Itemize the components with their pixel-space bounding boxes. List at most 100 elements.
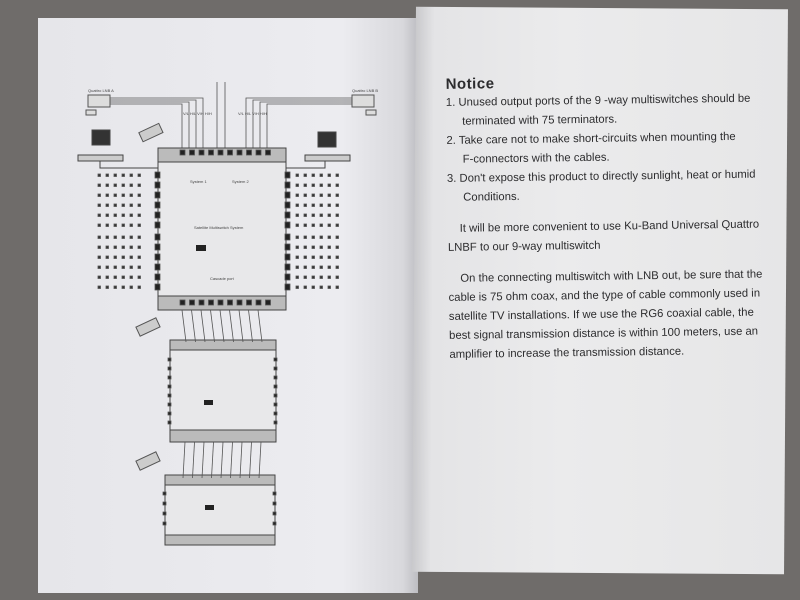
input-port [208,149,214,156]
terminator-dot [113,183,117,187]
terminator-dot [327,265,331,269]
cable-line [257,309,263,343]
cable-line [192,441,195,479]
lnb-a-icon [85,94,111,116]
terminator-dot [129,213,133,217]
power-supply-icon [138,122,164,143]
notice-line: Conditions. [463,190,520,204]
multiswitch-cascade-1 [169,339,277,443]
terminator-dot [311,223,315,227]
terminator-dot [311,173,315,177]
output-port [167,420,172,425]
terminator-dot [303,245,307,249]
terminator-dot [137,255,141,259]
output-port [272,501,277,506]
terminator-dot [129,173,133,177]
terminator-dot [319,173,323,177]
terminator-dot [113,193,117,197]
terminator-dot [311,285,315,289]
cascade-port [255,299,262,306]
terminator-dot [335,275,339,279]
terminator-dot [105,255,109,259]
terminator-dot [327,235,331,239]
terminator-dot [295,285,299,289]
terminator-dot [319,223,323,227]
terminator-dot [97,203,101,207]
output-port [284,253,291,261]
terminator-dot [105,245,109,249]
terminator-dot [327,193,331,197]
terminator-dot [121,255,125,259]
terminator-dot [295,223,299,227]
terminator-dot [303,235,307,239]
output-port [284,181,291,189]
terminator-dot [335,213,339,217]
output-port [273,375,278,380]
terminator-dot [129,235,133,239]
output-port [154,201,161,209]
terminator-dot [113,223,117,227]
terminator-dot [311,193,315,197]
output-port [284,273,291,281]
terminator-dot [335,183,339,187]
output-port [273,357,278,362]
cable-line [238,309,244,343]
terminator-dot [295,255,299,259]
output-port [284,211,291,219]
terminator-dot [295,183,299,187]
cascade-port [236,299,243,306]
terminator-dot [319,213,323,217]
terminator-dot [335,173,339,177]
input-port [236,149,243,156]
output-port [167,366,172,371]
terminator-dot [295,193,299,197]
terminator-dot [303,223,307,227]
input-port [198,149,205,156]
output-port [284,263,291,271]
notice-item: 1. Unused output ports of the 9 -way mul… [446,89,776,132]
cable-line [249,441,252,479]
terminator-dot [335,203,339,207]
terminator-dot [97,275,101,279]
notice-section: Notice 1. Unused output ports of the 9 -… [446,70,780,365]
cable-line [211,441,214,479]
terminator-dot [327,255,331,259]
terminator-dot [97,245,101,249]
terminator-dot [327,183,331,187]
cascade-port [189,299,195,306]
terminator-dot [303,203,307,207]
output-port [167,375,172,380]
terminator-dot [335,223,339,227]
cable-line [258,441,262,479]
output-port [273,366,278,371]
terminator-dot [105,223,109,227]
output-port [154,243,161,251]
terminator-dot [327,275,331,279]
terminator-dot [137,173,141,177]
cable-line [229,309,234,343]
output-port [154,181,161,189]
terminator-dot [311,235,315,239]
terminator-dot [327,285,331,289]
output-port [284,283,291,291]
output-port [284,171,291,179]
output-port [273,411,278,416]
terminator-dot [295,265,299,269]
terminator-dot [327,173,331,177]
notice-item: 2. Take care not to make short-circuits … [446,127,776,170]
terminator-dot [303,193,307,197]
input-port [227,149,233,156]
terminator-dot [303,173,307,177]
lnb-b-label: Quattro LNB B [352,88,378,93]
terminator-dot [129,193,133,197]
terminator-dot [137,235,141,239]
terminator-dot [303,265,307,269]
terminator-dot [137,285,141,289]
terminator-dot [335,193,339,197]
terminator-dot [121,265,125,269]
cascade-port [265,299,271,306]
terminator-dot [319,235,323,239]
output-port [154,273,161,281]
terminator-dot [97,183,101,187]
